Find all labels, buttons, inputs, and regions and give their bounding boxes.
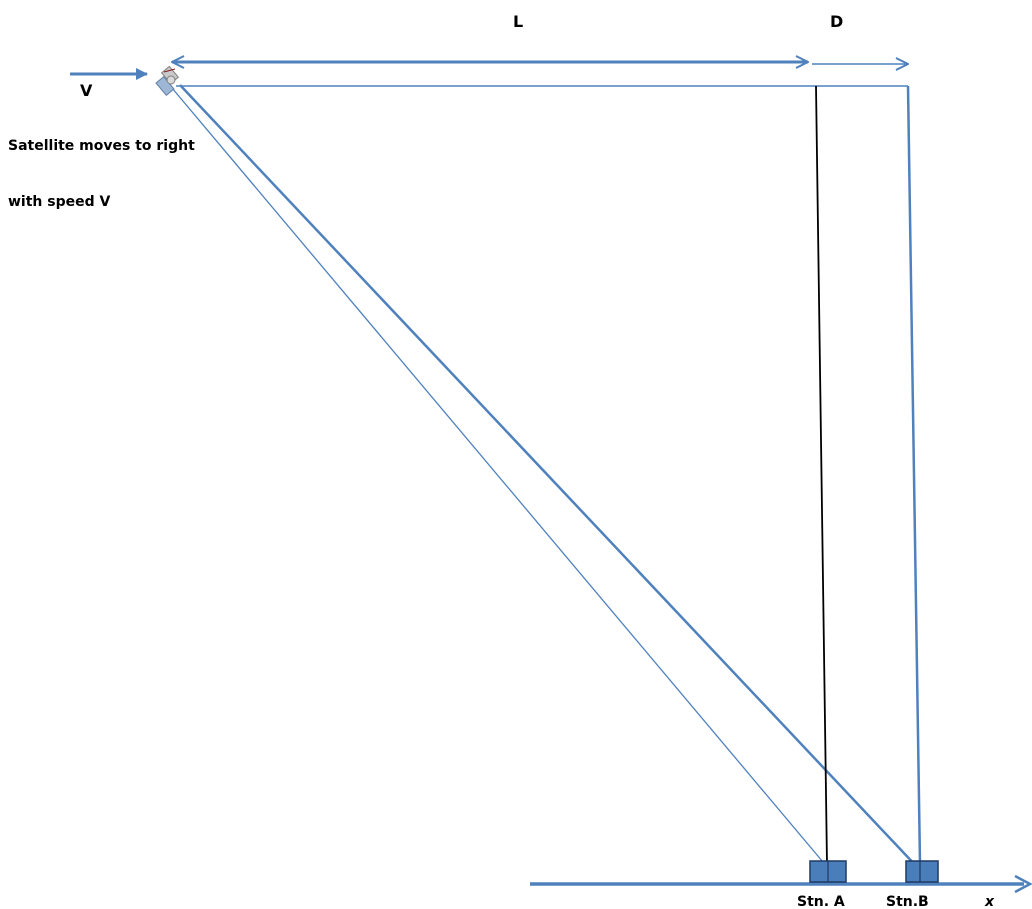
vertical-line-station-a (815, 85, 828, 865)
x-axis-arrowhead (1014, 874, 1032, 894)
station-b-label: Stn.B (886, 894, 929, 909)
station-a-icon (809, 860, 847, 883)
velocity-label: V (80, 81, 93, 100)
distance-L-label: L (513, 12, 523, 31)
vertical-line-station-b (906, 85, 922, 865)
station-a-label: Stn. A (797, 894, 845, 909)
distance-D-label: D (830, 12, 843, 31)
signal-line-to-station-a (171, 87, 829, 869)
signal-line-to-station-b (179, 84, 919, 869)
caption-line-1: Satellite moves to right (8, 138, 195, 154)
x-axis-label: x (984, 894, 995, 909)
caption-line-2: with speed V (8, 194, 111, 210)
station-b-icon (905, 860, 939, 883)
satellite-icon (155, 65, 180, 97)
